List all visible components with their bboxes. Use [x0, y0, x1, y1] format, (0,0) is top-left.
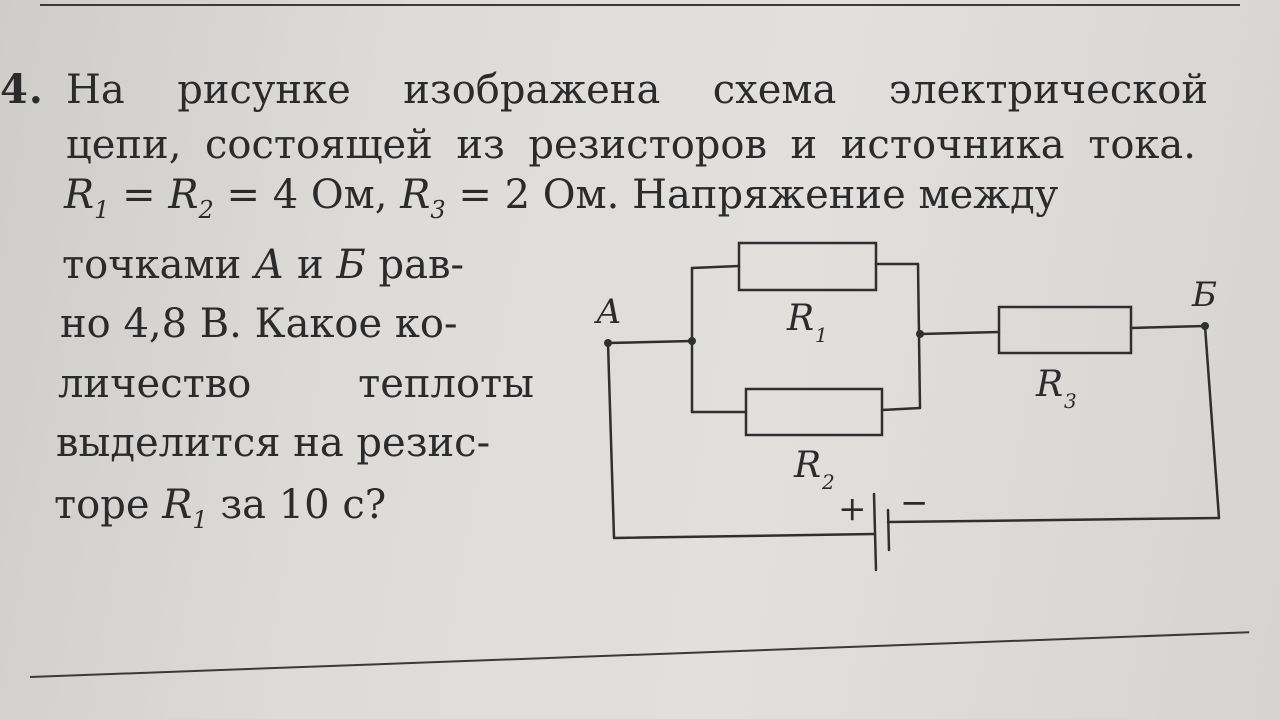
top-divider — [40, 4, 1240, 6]
resistor-r1 — [737, 241, 878, 292]
label-r2-sub: 2 — [821, 470, 835, 494]
label-point-b: Б — [1191, 275, 1217, 315]
wire-b-down — [1203, 324, 1221, 520]
eq-value-2: = 2 Ом. Напряжение между — [458, 172, 1059, 218]
label-r3: R — [1035, 364, 1063, 405]
var-r1: R — [64, 172, 95, 218]
problem-text-line-6: личество теплоты — [58, 364, 534, 407]
battery-short-plate — [886, 508, 891, 552]
label-r3-sub: 3 — [1064, 389, 1077, 413]
battery-long-plate — [872, 492, 878, 572]
var-r3-sub: 3 — [430, 196, 446, 224]
problem-text-line-1: На рисунке изображена схема электрическо… — [66, 70, 1208, 113]
label-r1: R — [786, 298, 814, 339]
problem-text-line-8: торе R1 за 10 с? — [54, 482, 387, 534]
var-r3: R — [400, 172, 431, 218]
problem-text-line-3: R1 = R2 = 4 Ом, R3 = 2 Ом. Напряжение ме… — [64, 172, 1059, 222]
label-point-a: А — [594, 292, 622, 332]
problem-text-line-7: выделится на резис- — [56, 420, 491, 466]
wire-r3-to-b — [1129, 324, 1207, 330]
wire-a-down — [606, 341, 616, 540]
wire-bottom-right — [880, 406, 922, 412]
battery-minus-sign: − — [900, 483, 929, 523]
eq-value-1: = 4 Ом, — [226, 172, 388, 218]
wire-top-left — [690, 264, 741, 270]
problem-text-line-2: цепи, состоящей из резисторов и источник… — [66, 125, 1196, 168]
wire-bottom-right-return — [886, 516, 1221, 524]
var-r2: R — [168, 172, 199, 218]
wire-to-r3 — [918, 330, 1001, 336]
resistor-r3 — [997, 305, 1133, 355]
resistor-r2 — [744, 387, 884, 437]
wire-a-to-junction — [606, 339, 694, 345]
problem-text-line-5: но 4,8 В. Какое ко- — [60, 301, 458, 347]
problem-number: 4. — [0, 66, 44, 113]
point-a-ref: А — [254, 242, 285, 288]
battery-plus-sign: + — [838, 489, 867, 529]
eq-sign-1: = — [122, 172, 156, 218]
var-r1-question: R — [162, 482, 193, 528]
node-right-junction — [916, 330, 924, 338]
var-r1-question-sub: 1 — [192, 506, 208, 534]
wire-bottom-left-return — [612, 532, 876, 540]
label-r2: R — [793, 445, 821, 486]
point-b-ref: Б — [336, 242, 366, 288]
problem-text-line-4: точками А и Б рав- — [62, 242, 465, 288]
node-left-junction — [688, 337, 696, 345]
var-r2-sub: 2 — [198, 196, 214, 224]
var-r1-sub: 1 — [94, 196, 110, 224]
node-a — [604, 339, 612, 347]
label-r1-sub: 1 — [815, 323, 828, 347]
node-b — [1201, 322, 1209, 330]
